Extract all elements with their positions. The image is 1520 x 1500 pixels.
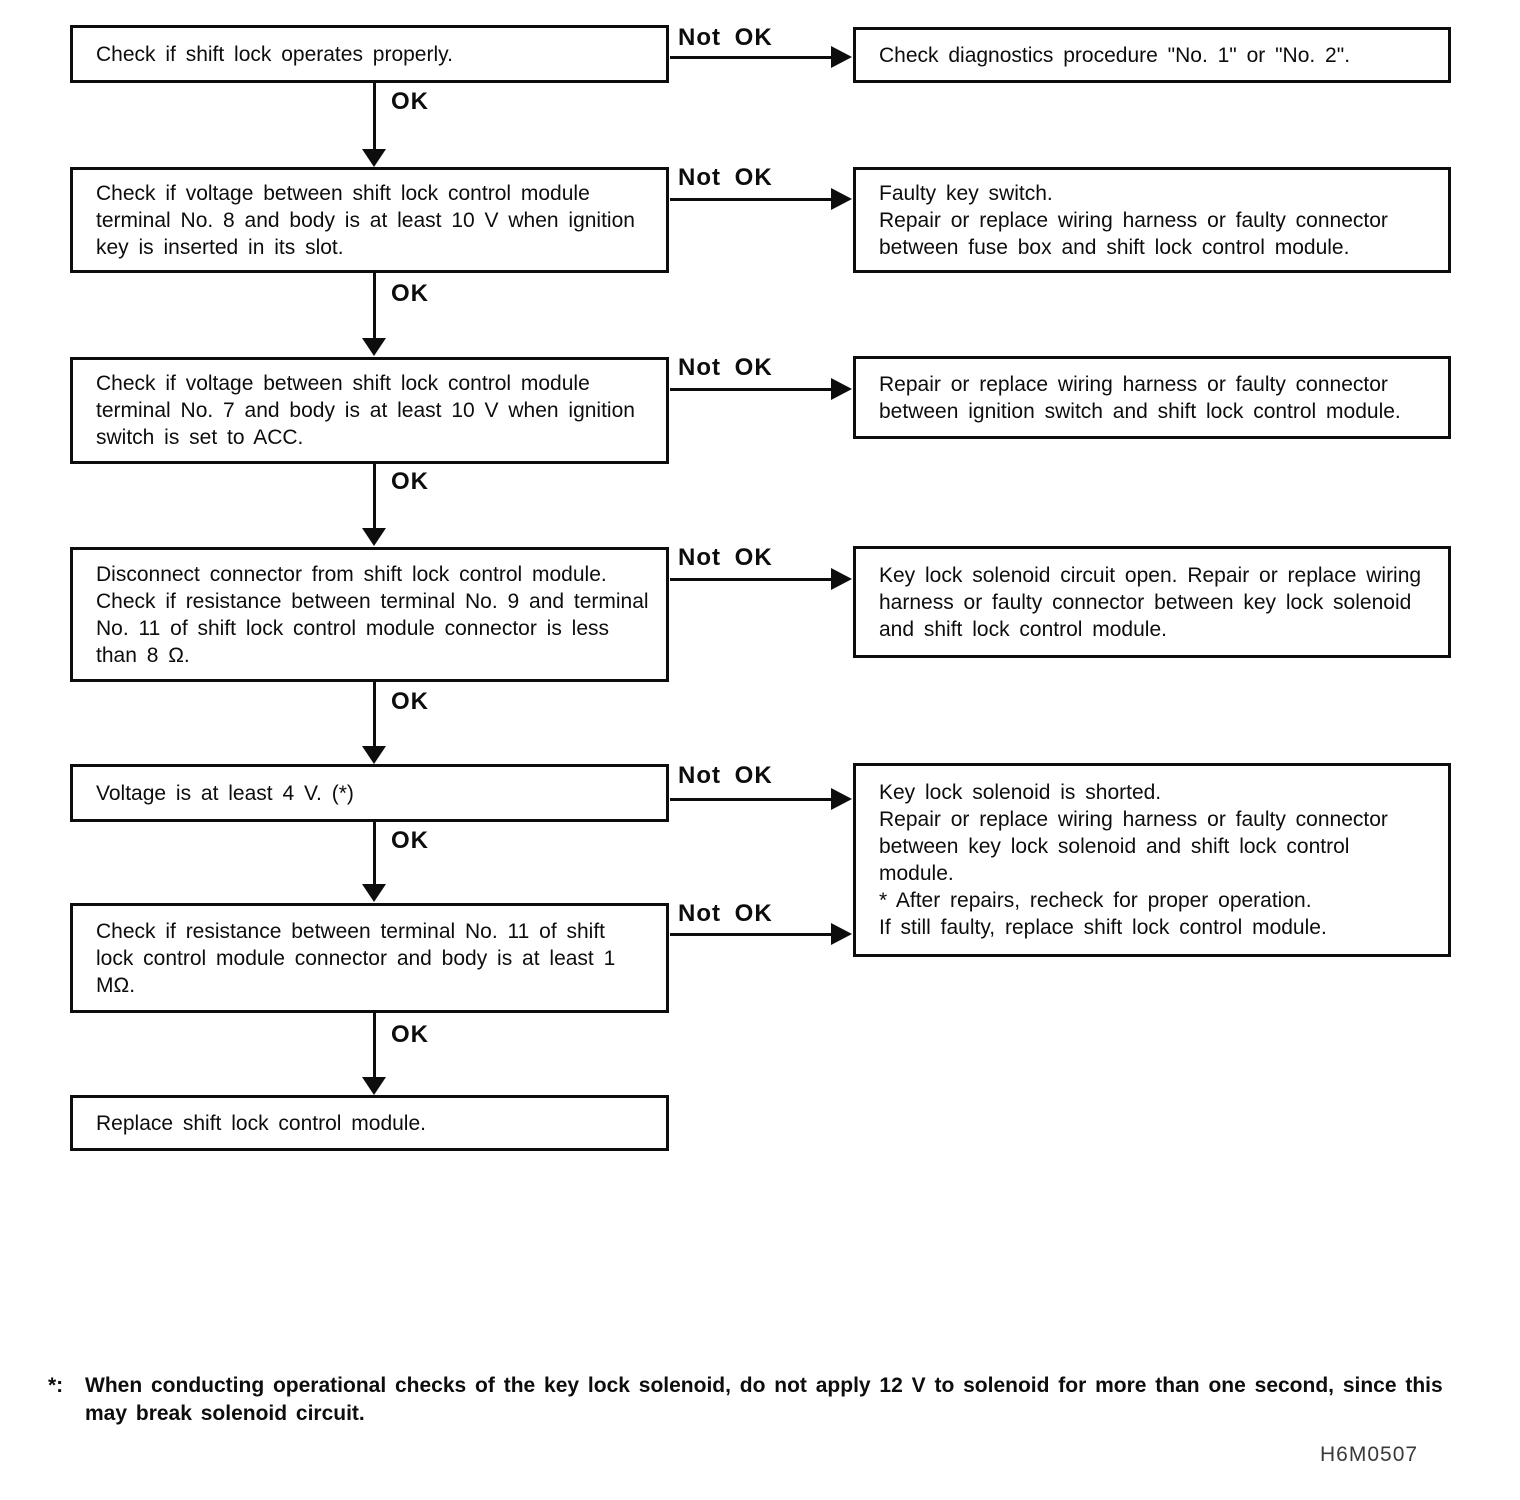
arrow-right-icon [831,788,852,810]
result-text: Key lock solenoid circuit open. Repair o… [879,563,1422,641]
step-box-voltage-terminal-7: Check if voltage between shift lock cont… [70,357,669,464]
ok-label: OK [391,827,429,854]
arrow-down-icon [362,528,386,546]
result-text: Repair or replace wiring harness or faul… [879,808,1388,885]
step-text: Voltage is at least 4 V. (*) [96,781,354,805]
result-box-solenoid-circuit-open: Key lock solenoid circuit open. Repair o… [853,546,1451,658]
step-box-voltage-4v: Voltage is at least 4 V. (*) [70,764,669,822]
arrow-down-icon [362,1077,386,1095]
flow-line-not-ok-5 [670,798,832,801]
flow-line-ok-2 [373,273,376,338]
result-text: Faulty key switch. [879,181,1053,205]
step-text: Check if shift lock operates properly. [96,42,453,66]
flow-line-not-ok-3 [670,388,832,391]
result-text: Check diagnostics procedure "No. 1" or "… [879,43,1351,67]
result-text: Repair or replace wiring harness or faul… [879,372,1401,423]
ok-label: OK [391,88,429,115]
flow-line-not-ok-1 [670,56,832,59]
result-text: If still faulty, replace shift lock cont… [879,916,1327,939]
arrow-right-icon [831,568,852,590]
arrow-right-icon [831,923,852,945]
arrow-down-icon [362,884,386,902]
result-text: Key lock solenoid is shorted. [879,781,1162,804]
arrow-right-icon [831,46,852,68]
ok-label: OK [391,688,429,715]
arrow-right-icon [831,188,852,210]
step-text: Check if resistance between terminal No.… [96,589,649,667]
not-ok-label: Not OK [678,354,773,381]
result-text: * After repairs, recheck for proper oper… [879,889,1312,912]
ok-label: OK [391,280,429,307]
result-text: Repair or replace wiring harness or faul… [879,208,1388,259]
not-ok-label: Not OK [678,762,773,789]
step-text: Disconnect connector from shift lock con… [96,562,607,586]
result-box-solenoid-shorted: Key lock solenoid is shorted. Repair or … [853,763,1451,957]
footnote-text: When conducting operational checks of th… [85,1374,1443,1425]
flow-line-not-ok-6 [670,933,832,936]
flow-line-not-ok-4 [670,578,832,581]
footnote-marker: *: [48,1374,64,1397]
arrow-down-icon [362,149,386,167]
ok-label: OK [391,468,429,495]
flow-line-ok-5 [373,822,376,884]
result-box-faulty-key-switch: Faulty key switch. Repair or replace wir… [853,167,1451,273]
flow-line-ok-3 [373,464,376,528]
step-text: Check if resistance between terminal No.… [96,919,616,997]
step-text: Replace shift lock control module. [96,1111,426,1135]
flow-line-ok-6 [373,1013,376,1077]
result-box-ignition-switch-wiring: Repair or replace wiring harness or faul… [853,356,1451,439]
not-ok-label: Not OK [678,24,773,51]
result-box-check-diagnostics: Check diagnostics procedure "No. 1" or "… [853,27,1451,83]
step-text: Check if voltage between shift lock cont… [96,181,635,259]
not-ok-label: Not OK [678,164,773,191]
step-box-resistance-9-11: Disconnect connector from shift lock con… [70,547,669,682]
step-box-resistance-terminal-11: Check if resistance between terminal No.… [70,903,669,1013]
arrow-down-icon [362,338,386,356]
step-box-voltage-terminal-8: Check if voltage between shift lock cont… [70,167,669,273]
flow-line-ok-4 [373,682,376,746]
step-box-shift-lock-operates: Check if shift lock operates properly. [70,25,669,83]
footnote: *: When conducting operational checks of… [48,1372,1472,1428]
not-ok-label: Not OK [678,544,773,571]
not-ok-label: Not OK [678,900,773,927]
step-text: Check if voltage between shift lock cont… [96,372,635,449]
arrow-down-icon [362,746,386,764]
arrow-right-icon [831,378,852,400]
flow-line-ok-1 [373,83,376,149]
ok-label: OK [391,1021,429,1048]
figure-code: H6M0507 [1320,1443,1419,1466]
flow-line-not-ok-2 [670,198,832,201]
step-box-replace-module: Replace shift lock control module. [70,1095,669,1151]
